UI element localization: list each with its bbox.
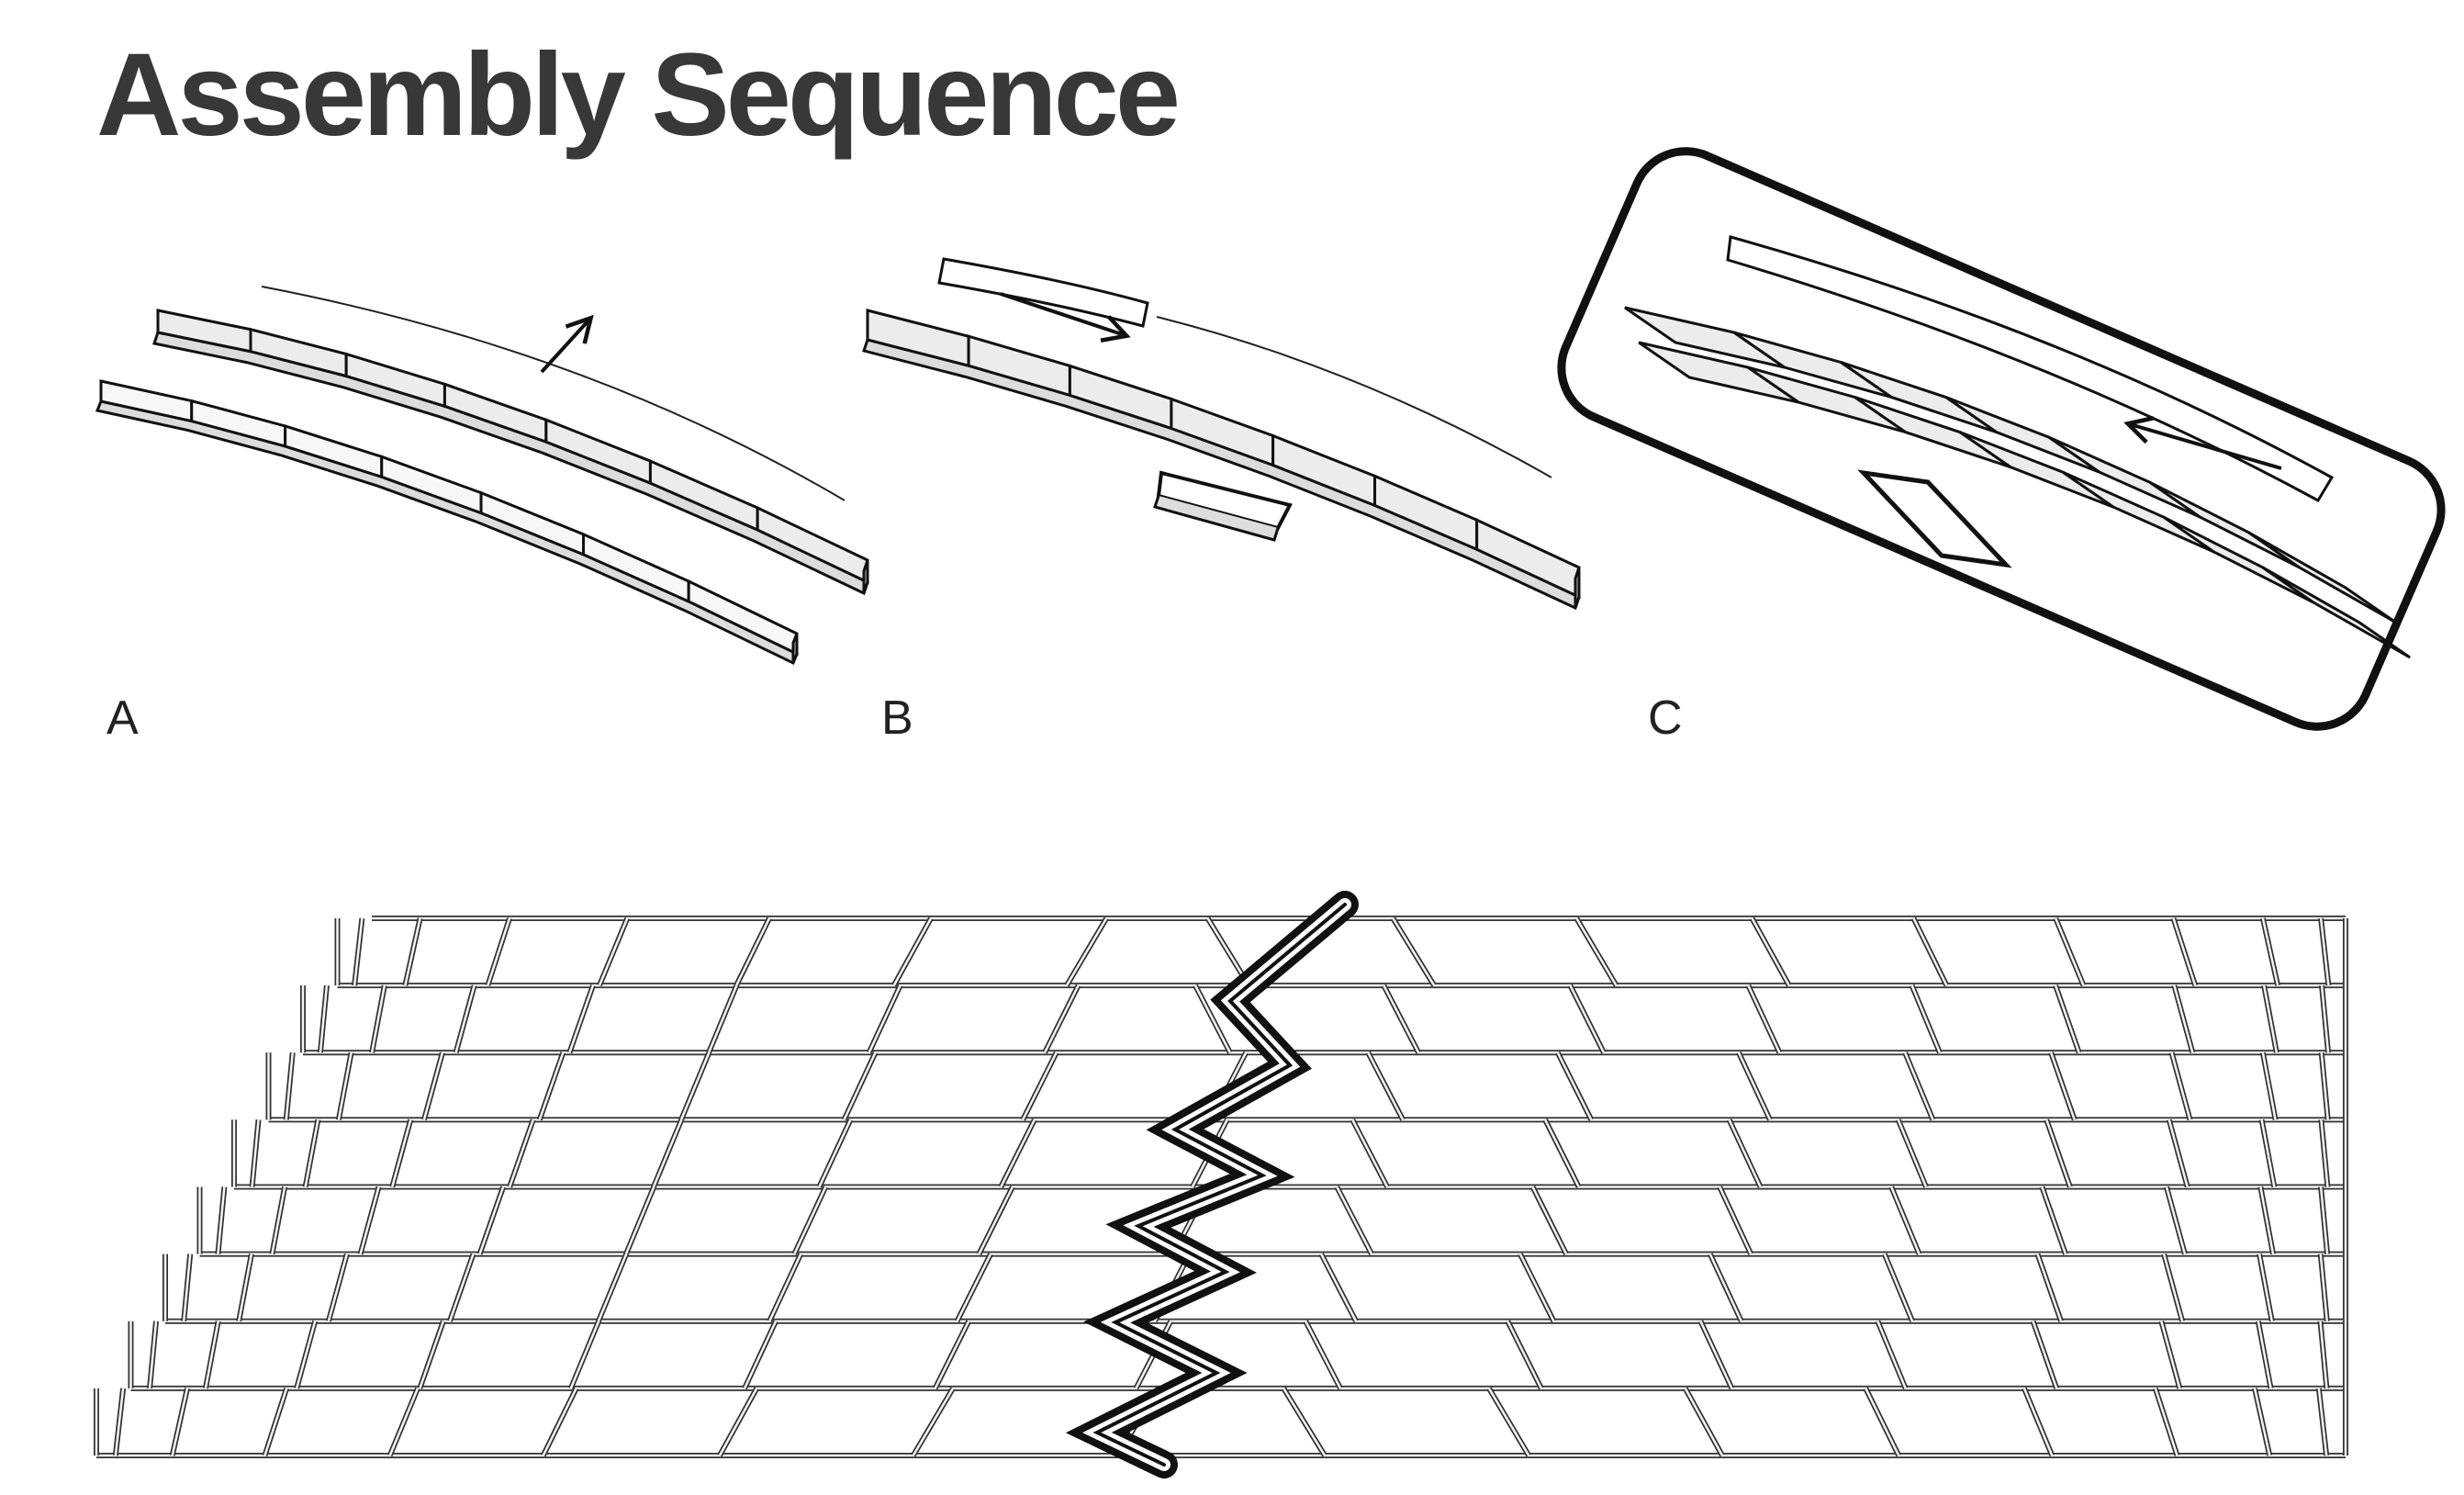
chevron-tile — [2261, 566, 2412, 659]
arrow-icon — [2130, 424, 2282, 470]
strip-icon — [95, 379, 799, 666]
page-title: Assembly Sequence — [96, 29, 1181, 161]
panel-label-c: C — [1648, 691, 1683, 745]
chevron-tile — [2247, 531, 2397, 624]
strip-icon — [152, 309, 869, 596]
strip-icon — [1624, 306, 2412, 659]
panel-b-illustration — [862, 257, 1581, 611]
arrow-icon — [540, 320, 589, 374]
detail-frame — [1557, 147, 2446, 731]
arrow-icon — [1000, 292, 1125, 335]
strip-icon — [937, 257, 1149, 328]
panel-label-a: A — [106, 691, 139, 745]
tile-icon — [1857, 469, 2012, 568]
guide-line — [1156, 316, 1552, 478]
zigzag-seam-icon — [1065, 891, 1359, 1478]
guide-line — [261, 286, 846, 501]
panel-label-b: B — [881, 691, 913, 745]
strip-icon — [1726, 235, 2335, 503]
strip-icon — [862, 309, 1581, 611]
chevron-grid — [94, 916, 2348, 1458]
panel-c-illustration — [1557, 147, 2446, 731]
panel-a-illustration — [95, 286, 869, 666]
tile-icon — [1153, 470, 1293, 542]
